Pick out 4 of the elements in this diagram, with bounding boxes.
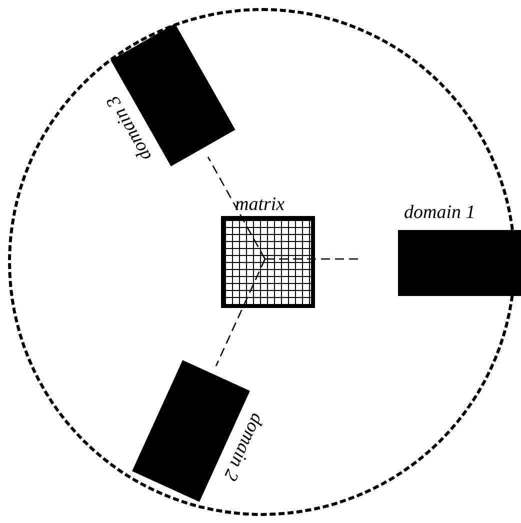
node-label: matrix: [235, 194, 285, 216]
dashed-connector-line: [215, 258, 266, 366]
dashed-connector-line: [207, 156, 266, 260]
node-label: domain 1: [404, 202, 476, 224]
